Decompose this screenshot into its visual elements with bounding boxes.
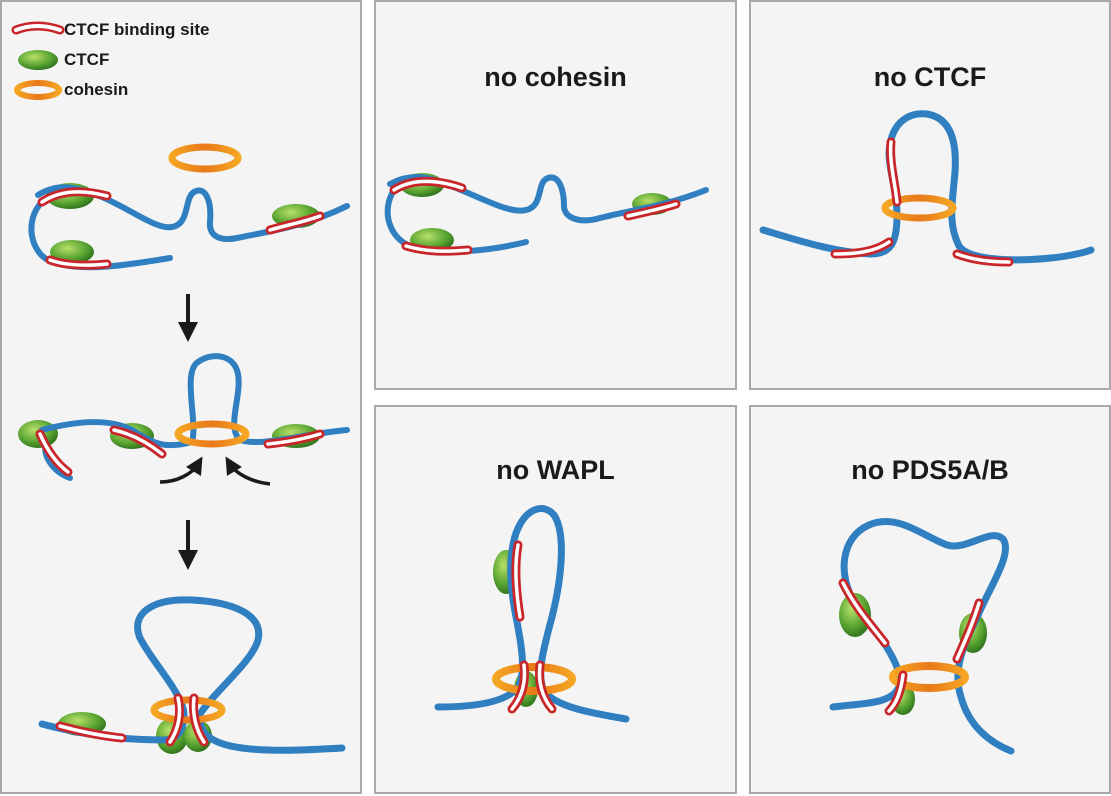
cohesin-ring [150, 696, 226, 724]
no-wapl-diagram [434, 505, 630, 723]
cohesin-ring [492, 663, 576, 695]
legend-cohesin-label: cohesin [64, 80, 129, 99]
cohesin-ring [174, 420, 250, 448]
curved-arrow-right [225, 456, 271, 486]
no-cohesin-diagram [384, 173, 709, 256]
mechanism-diagram [11, 21, 350, 754]
legend-ctcf-label: CTCF [64, 50, 110, 69]
no-pds5-panel: no PDS5A/B [749, 405, 1111, 794]
cohesin-ring [881, 194, 957, 222]
no-cohesin-panel: no cohesin [374, 0, 737, 390]
dna-strand [829, 518, 1015, 755]
legend-ctcf-swatch [18, 50, 58, 70]
ctcf-protein [50, 240, 94, 264]
stage-1 [28, 143, 350, 271]
panel-title: no cohesin [484, 62, 627, 92]
legend [11, 21, 65, 100]
no-ctcf-diagram [759, 110, 1095, 267]
no-ctcf-panel: no CTCF [749, 0, 1111, 390]
free-cohesin-ring [168, 143, 242, 173]
mechanism-panel: CTCF binding site CTCF cohesin [0, 0, 362, 794]
no-wapl-panel: no WAPL [374, 405, 737, 794]
panel-title: no WAPL [496, 455, 615, 485]
no-pds5-diagram [829, 518, 1015, 755]
stage-2 [18, 353, 350, 486]
cohesin-ring [889, 662, 969, 692]
stage-3 [38, 596, 346, 754]
panel-title: no PDS5A/B [851, 455, 1009, 485]
curved-arrow-left [159, 456, 203, 484]
panel-title: no CTCF [873, 62, 987, 92]
dna-strand [759, 110, 1095, 264]
legend-cohesin-swatch [14, 80, 62, 100]
legend-binding-site-label: CTCF binding site [64, 20, 210, 39]
ctcf-protein [839, 593, 871, 637]
